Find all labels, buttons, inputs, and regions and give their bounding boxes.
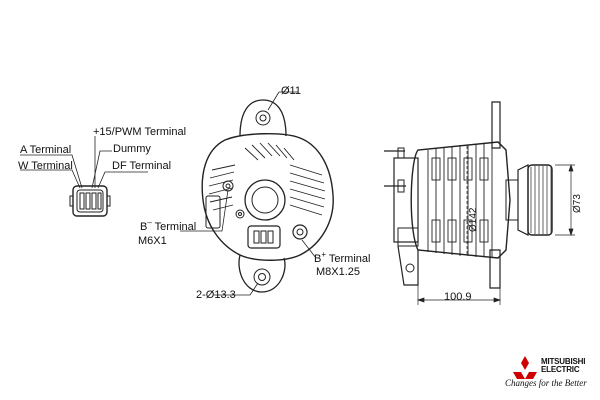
b-plus-thread-label: M8X1.25	[316, 266, 361, 278]
connector-leaders	[20, 136, 148, 189]
brand-name: MITSUBISHI ELECTRIC	[541, 358, 597, 374]
mitsubishi-logo-icon	[513, 356, 537, 379]
alternator-front-view	[180, 91, 334, 296]
brand-name-line1: MITSUBISHI	[541, 357, 586, 366]
w-terminal-label: W Terminal	[18, 160, 73, 172]
dummy-label: Dummy	[113, 143, 151, 155]
brand-name-line2: ELECTRIC	[541, 365, 580, 374]
alternator-side-view	[384, 101, 575, 305]
a-terminal-label: A Terminal	[20, 144, 72, 156]
dim-pulley-diameter: Ø73	[572, 194, 583, 213]
connector-plug	[69, 185, 111, 217]
brand-tagline: Changes for the Better	[505, 378, 587, 388]
pwm-terminal-label: +15/PWM Terminal	[93, 126, 187, 138]
mount-hole-label: 2-Ø13.3	[196, 289, 236, 301]
length-dimension: 100.9	[444, 291, 472, 303]
b-minus-terminal-label: B– Terminal	[140, 218, 197, 234]
df-terminal-label: DF Terminal	[112, 160, 172, 172]
b-minus-thread-label: M6X1	[138, 235, 167, 247]
top-hole-dimension: Ø11	[281, 85, 301, 97]
b-plus-terminal-label: B+ Terminal	[314, 250, 371, 266]
dim-body-diameter: Ø142	[468, 207, 479, 232]
